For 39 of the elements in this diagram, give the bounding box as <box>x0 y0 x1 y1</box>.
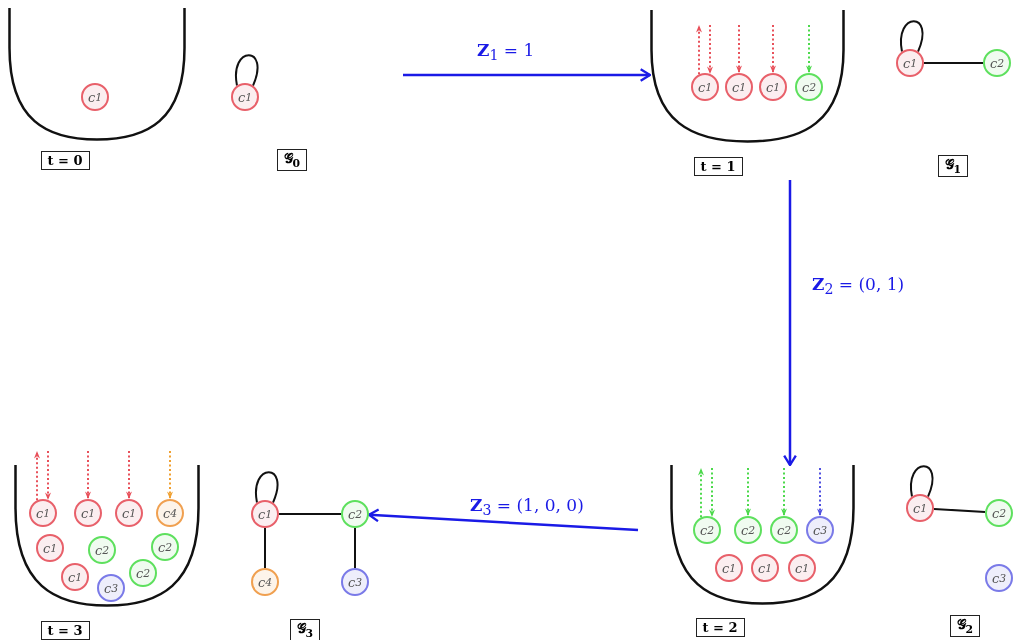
arrow <box>367 508 639 532</box>
dotted-arrow <box>34 450 40 502</box>
graph-edge <box>923 62 984 64</box>
arrow <box>783 180 797 467</box>
urn <box>14 465 200 607</box>
graph-label: 𝒢$_{3}$ <box>289 618 321 640</box>
graph-edge <box>278 513 342 515</box>
dotted-arrow <box>698 467 704 519</box>
graph-label: 𝒢$_{2}$ <box>949 614 981 638</box>
dotted-arrow <box>126 450 132 500</box>
graph-label: 𝒢$_{1}$ <box>937 154 969 178</box>
graph-edge <box>932 507 987 514</box>
arrow <box>403 68 652 82</box>
self-loop <box>254 471 279 504</box>
graph-edge <box>354 527 356 569</box>
dotted-arrow <box>781 467 787 517</box>
dotted-arrow <box>770 24 776 74</box>
dotted-arrow <box>85 450 91 500</box>
self-loop <box>234 54 259 87</box>
time-label: t = 0 <box>40 150 90 170</box>
dotted-arrow <box>167 450 173 500</box>
dotted-arrow <box>709 467 715 518</box>
time-label: t = 2 <box>695 617 745 637</box>
dotted-arrow <box>45 450 51 501</box>
dotted-arrow <box>707 24 713 75</box>
dotted-arrow <box>817 467 823 517</box>
self-loop <box>909 465 934 498</box>
time-label: t = 3 <box>40 620 90 640</box>
urn <box>670 465 855 605</box>
dotted-arrow <box>736 24 742 74</box>
graph-label: 𝒢$_{0}$ <box>276 148 308 172</box>
dotted-arrow <box>806 24 812 74</box>
urn <box>8 8 186 141</box>
dotted-arrow <box>696 24 702 76</box>
graph-edge <box>264 527 266 569</box>
dotted-arrow <box>745 467 751 517</box>
urn <box>650 10 845 143</box>
self-loop <box>899 20 924 53</box>
time-label: t = 1 <box>693 156 743 176</box>
